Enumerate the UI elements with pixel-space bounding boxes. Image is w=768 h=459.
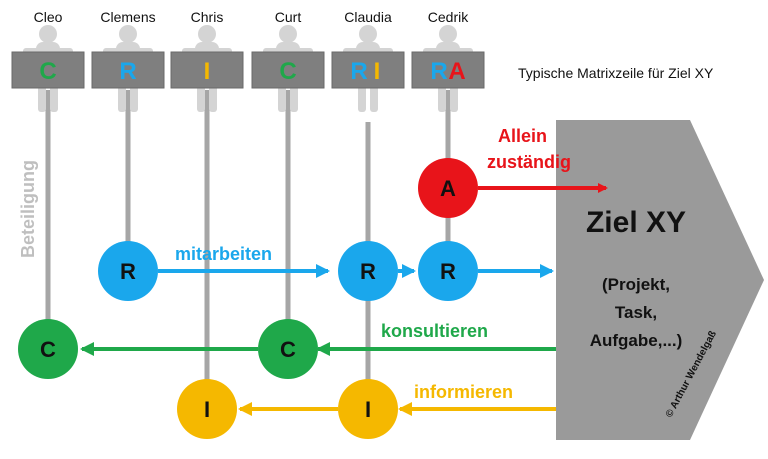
node-circle xyxy=(177,379,237,439)
matrix-heading: Typische Matrixzeile für Ziel XY xyxy=(518,65,714,81)
label-responsible: mitarbeiten xyxy=(175,244,272,264)
role-letter-i: I xyxy=(374,58,381,85)
node-circle xyxy=(418,158,478,218)
person-name: Cedrik xyxy=(428,9,469,25)
goal-title: Ziel XY xyxy=(586,206,686,239)
person-name: Cleo xyxy=(34,9,63,25)
label-informed: informieren xyxy=(414,382,513,402)
node-letter: R xyxy=(440,259,456,284)
node-a: A xyxy=(418,158,478,218)
node-circle xyxy=(338,379,398,439)
role-sign xyxy=(251,51,325,89)
role-sign xyxy=(170,51,244,89)
node-letter: A xyxy=(440,176,456,201)
node-i: I xyxy=(338,379,398,439)
role-sign xyxy=(91,51,165,89)
role-letter-r: R xyxy=(350,58,367,85)
involvement-side-label: Beteiligung xyxy=(18,160,38,258)
node-letter: C xyxy=(40,337,56,362)
node-letter: C xyxy=(280,337,296,362)
node-r: R xyxy=(338,241,398,301)
person-name: Claudia xyxy=(344,9,392,25)
role-letter-a: A xyxy=(448,58,465,85)
role-nodes: A R R R C C I I xyxy=(18,158,478,439)
node-letter: R xyxy=(120,259,136,284)
node-c: C xyxy=(18,319,78,379)
node-i: I xyxy=(177,379,237,439)
label-consulted: konsultieren xyxy=(381,321,488,341)
person-name: Clemens xyxy=(100,9,155,25)
goal-sub-line-1: (Projekt, xyxy=(602,275,670,294)
node-letter: I xyxy=(204,397,210,422)
node-circle xyxy=(18,319,78,379)
role-letter-i: I xyxy=(204,58,211,85)
node-c: C xyxy=(258,319,318,379)
person-name: Chris xyxy=(191,9,224,25)
role-letter-c: C xyxy=(279,58,296,85)
label-accountable-line-1: Allein xyxy=(498,126,547,146)
node-circle xyxy=(258,319,318,379)
role-sign xyxy=(411,51,485,89)
node-circle xyxy=(338,241,398,301)
role-letter-r: R xyxy=(430,58,447,85)
node-letter: I xyxy=(365,397,371,422)
goal-sub-line-3: Aufgabe,...) xyxy=(590,331,683,350)
flow-accountable: Allein zuständig xyxy=(478,126,608,193)
role-letter-r: R xyxy=(119,58,136,85)
person-name: Curt xyxy=(275,9,302,25)
node-letter: R xyxy=(360,259,376,284)
role-letter-c: C xyxy=(39,58,56,85)
node-r: R xyxy=(418,241,478,301)
goal-sub-line-2: Task, xyxy=(615,303,657,322)
role-sign xyxy=(11,51,85,89)
role-sign xyxy=(331,51,405,89)
label-accountable-line-2: zuständig xyxy=(487,152,571,172)
goal-shape xyxy=(556,120,764,440)
node-circle xyxy=(98,241,158,301)
node-circle xyxy=(418,241,478,301)
node-r: R xyxy=(98,241,158,301)
